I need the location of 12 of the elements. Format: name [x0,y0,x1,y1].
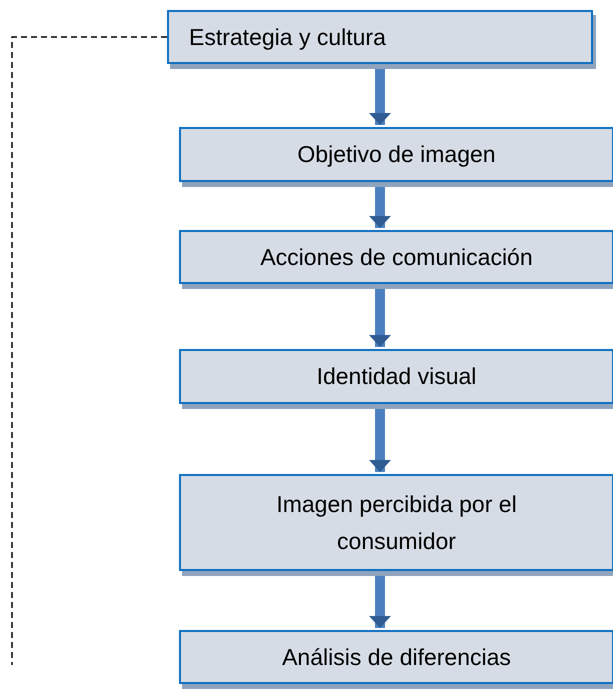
dashed-connector [11,36,167,665]
arrow [369,69,391,125]
box-label: Identidad visual [316,362,476,392]
box-label: Objetivo de imagen [297,140,496,170]
box-label: Acciones de comunicación [260,242,533,272]
arrow [369,187,391,228]
box-label: Estrategia y cultura [189,22,386,52]
box-label: Imagen percibida por el consumidor [275,490,518,556]
arrow [369,576,391,628]
arrow [369,289,391,347]
arrow [369,409,391,472]
box-label: Análisis de diferencias [282,642,511,672]
